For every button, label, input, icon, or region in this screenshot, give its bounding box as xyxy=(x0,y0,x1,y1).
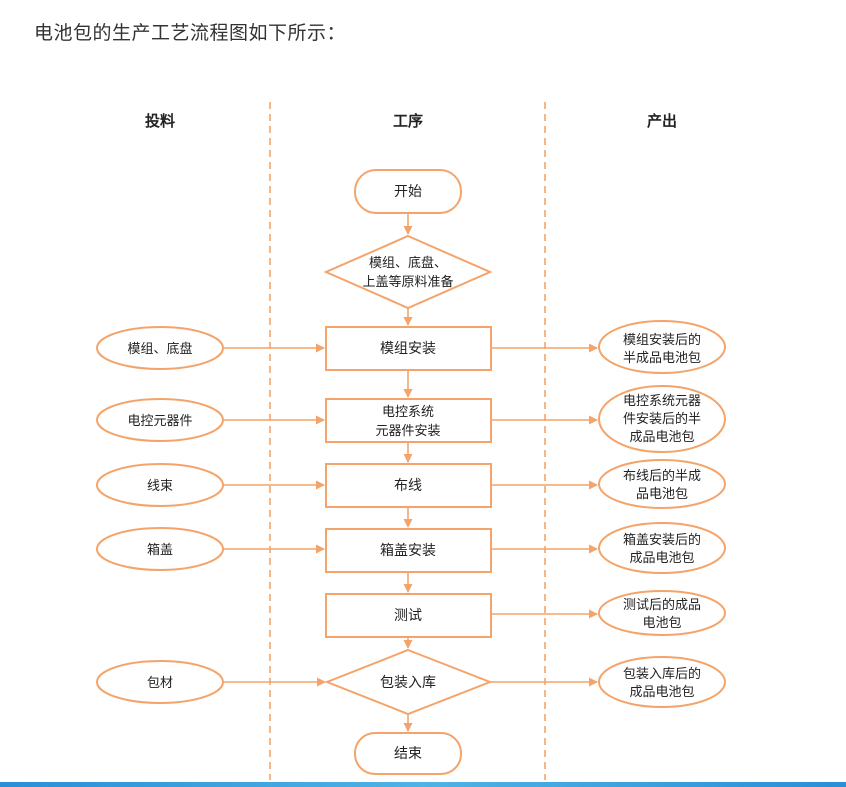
input-label-2: 电控元器件 xyxy=(127,414,192,429)
process-node-4: 箱盖安装 xyxy=(325,528,492,573)
output-label-5-line-2: 电池包 xyxy=(642,616,681,631)
prep-label-line-1: 模组、底盘、 xyxy=(369,255,447,271)
process-label-5: 测试 xyxy=(394,608,422,624)
output-label-2-line-1: 电控系统元器 xyxy=(623,394,701,409)
process-label-3: 布线 xyxy=(394,478,422,494)
column-heading-input: 投料 xyxy=(145,112,175,130)
process-node-1: 模组安装 xyxy=(325,326,492,371)
input-node-3: 线束 xyxy=(96,463,224,507)
input-node-1: 模组、底盘 xyxy=(96,326,224,370)
end-label: 结束 xyxy=(394,746,422,762)
input-label-1: 模组、底盘 xyxy=(127,341,192,357)
input-label-6: 包材 xyxy=(147,676,173,691)
column-heading-process: 工序 xyxy=(393,112,423,130)
output-label-1-line-2: 半成品电池包 xyxy=(623,351,701,366)
output-node-2: 电控系统元器 件安装后的半 成品电池包 xyxy=(598,385,726,453)
output-node-3: 布线后的半成 品电池包 xyxy=(598,459,726,509)
intro-text: 电池包的生产工艺流程图如下所示： xyxy=(34,22,347,44)
input-node-4: 箱盖 xyxy=(96,527,224,571)
output-label-6-line-2: 成品电池包 xyxy=(629,685,694,700)
output-node-4: 箱盖安装后的 成品电池包 xyxy=(598,522,726,574)
process-label-4: 箱盖安装 xyxy=(380,543,436,559)
output-label-3-line-2: 品电池包 xyxy=(636,487,688,502)
prep-label-line-2: 上盖等原料准备 xyxy=(362,274,453,290)
process-node-6: 包装入库 xyxy=(324,648,493,716)
output-label-4-line-2: 成品电池包 xyxy=(629,551,694,566)
end-terminal: 结束 xyxy=(354,732,462,775)
column-heading-output: 产出 xyxy=(647,112,677,130)
start-label: 开始 xyxy=(394,184,422,200)
output-label-2-line-2: 件安装后的半 xyxy=(623,411,701,427)
input-label-4: 箱盖 xyxy=(147,542,173,558)
output-node-5: 测试后的成品 电池包 xyxy=(598,590,726,636)
output-label-4-line-1: 箱盖安装后的 xyxy=(623,532,701,548)
output-label-5-line-1: 测试后的成品 xyxy=(623,597,701,613)
process-node-5: 测试 xyxy=(325,593,492,638)
output-label-1-line-1: 模组安装后的 xyxy=(623,332,701,348)
input-node-6: 包材 xyxy=(96,660,224,704)
output-label-2-line-3: 成品电池包 xyxy=(629,430,694,445)
input-label-3: 线束 xyxy=(147,479,173,494)
process-label-2-line-1: 电控系统 xyxy=(382,405,434,420)
process-node-2: 电控系统 元器件安装 xyxy=(325,398,492,443)
input-node-2: 电控元器件 xyxy=(96,398,224,442)
process-label-6: 包装入库 xyxy=(380,675,436,691)
process-label-1: 模组安装 xyxy=(380,341,436,357)
output-node-1: 模组安装后的 半成品电池包 xyxy=(598,320,726,374)
prep-decision: 模组、底盘、 上盖等原料准备 xyxy=(323,234,493,310)
start-terminal: 开始 xyxy=(354,169,462,214)
process-node-3: 布线 xyxy=(325,463,492,508)
output-node-6: 包装入库后的 成品电池包 xyxy=(598,656,726,708)
process-label-2-line-2: 元器件安装 xyxy=(375,424,440,439)
bottom-accent-bar xyxy=(0,782,846,787)
output-label-3-line-1: 布线后的半成 xyxy=(623,468,701,484)
output-label-6-line-1: 包装入库后的 xyxy=(623,666,701,682)
